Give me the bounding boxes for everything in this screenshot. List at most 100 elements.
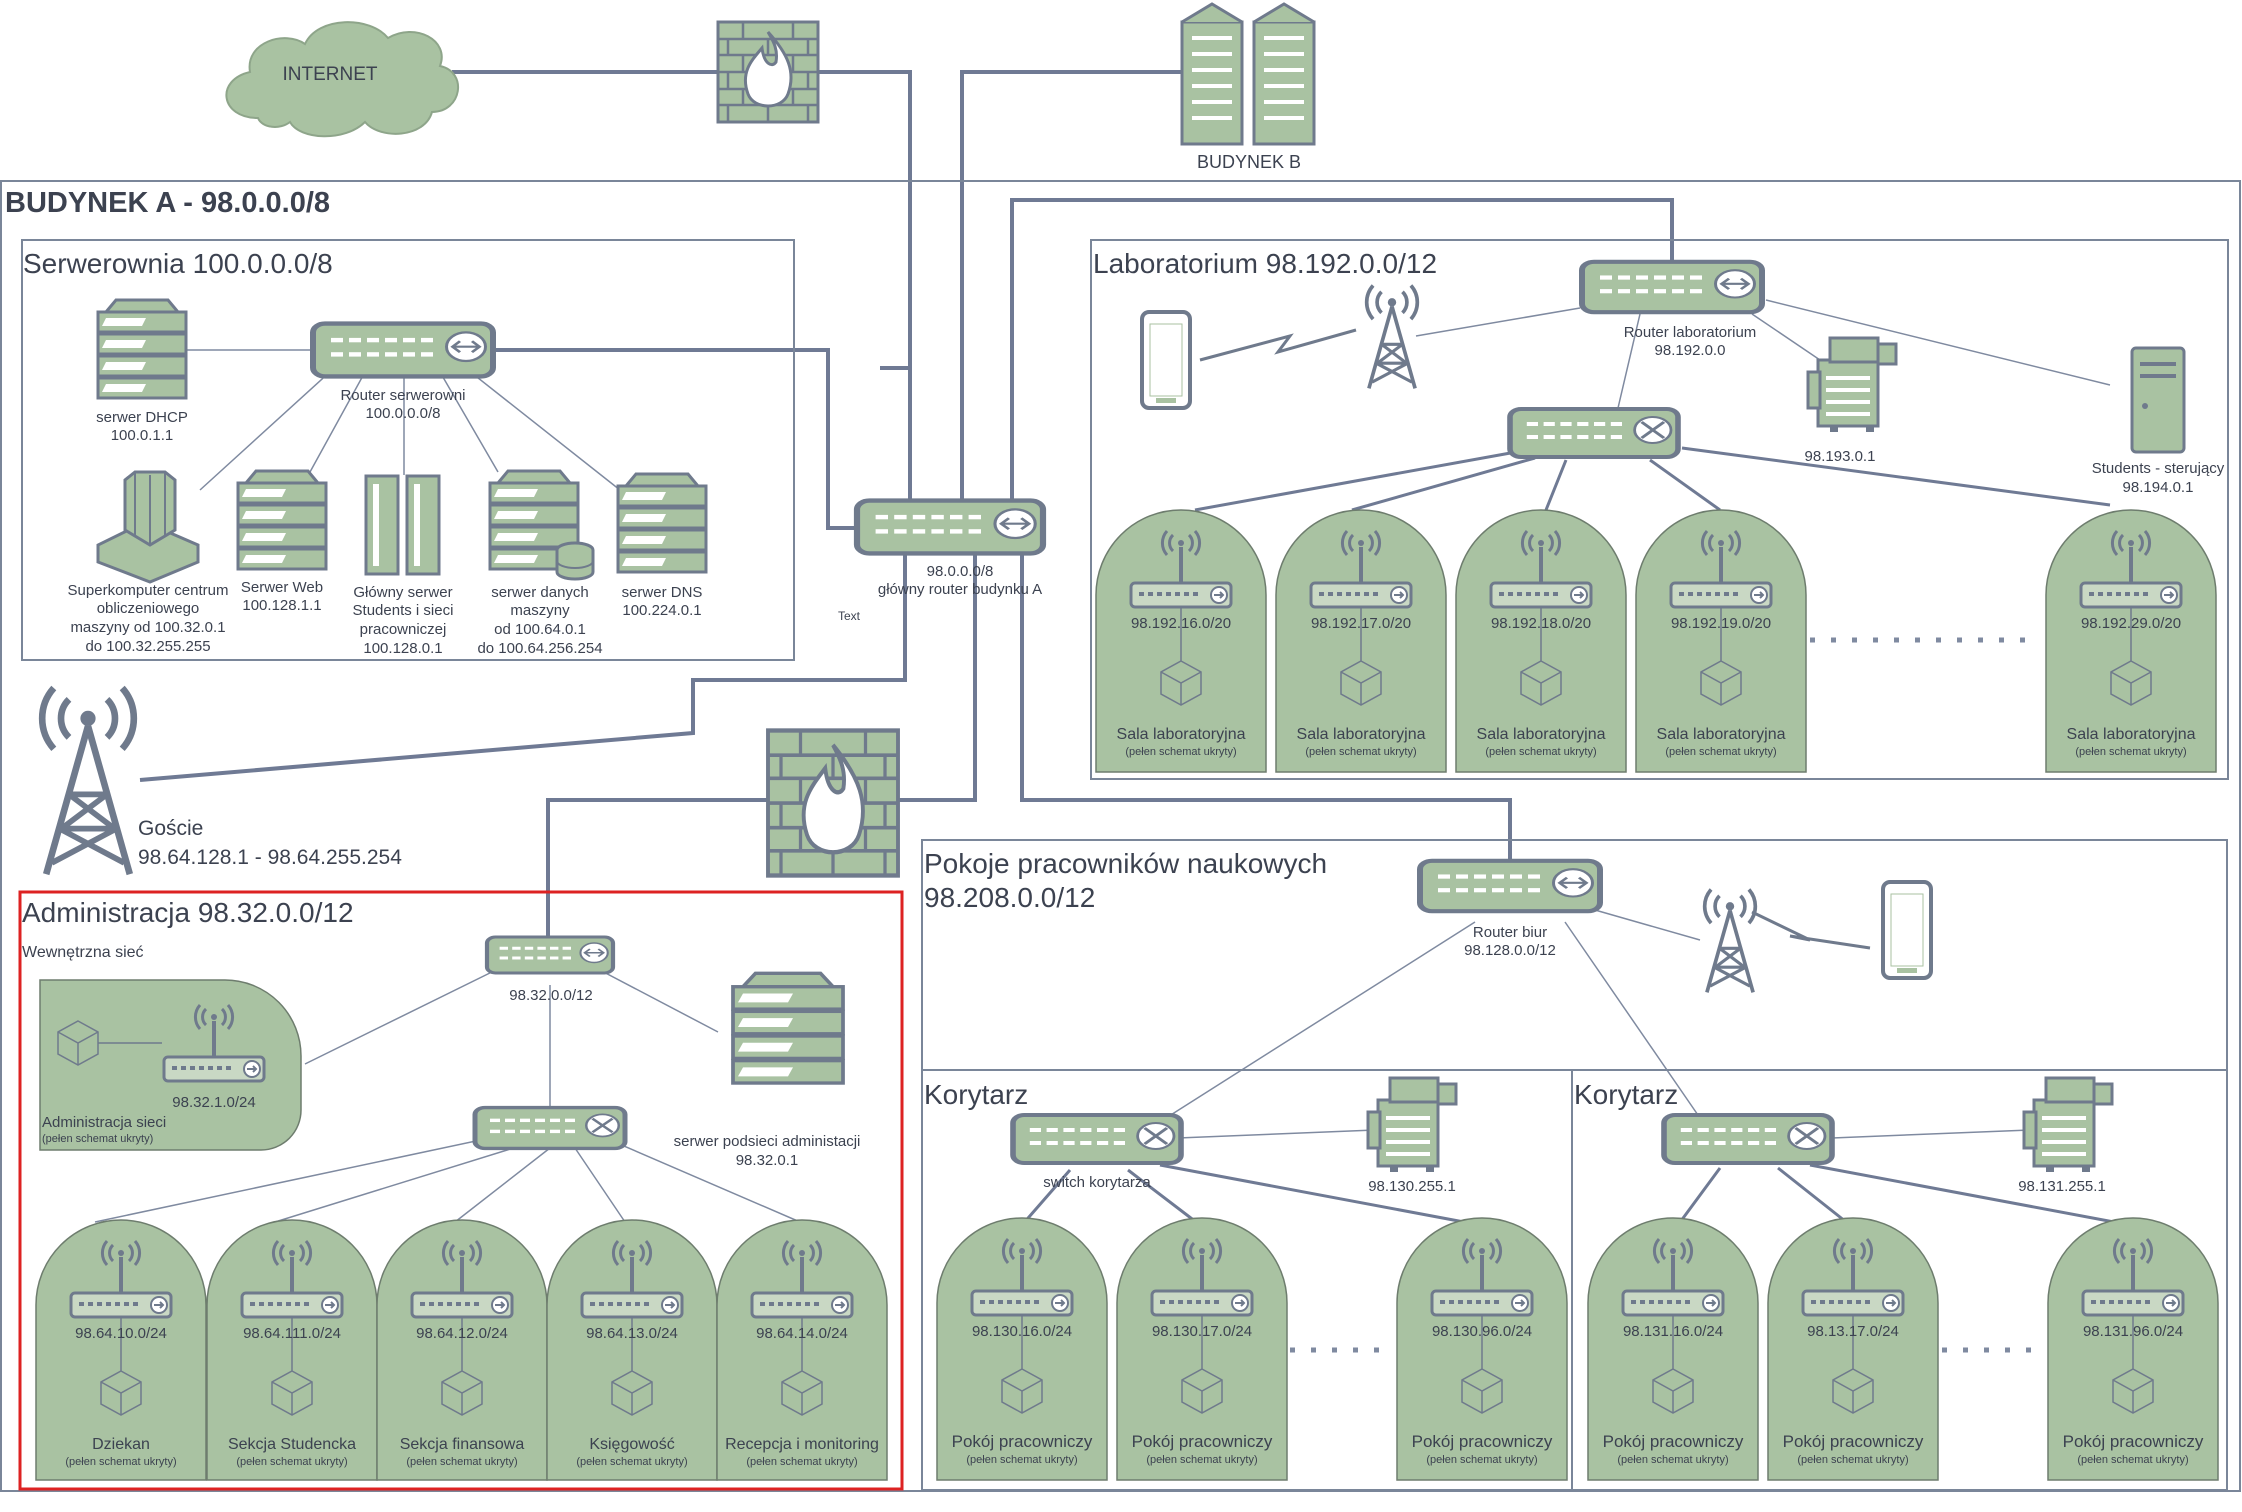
server-room-title: Serwerownia 100.0.0.0/8 <box>23 248 333 279</box>
lab-wireless-icon <box>1199 328 1357 362</box>
supercomputer-label-2: obliczeniowego <box>97 600 200 617</box>
corridor1-room-2-subnet: 98.130.17.0/24 <box>1152 1323 1252 1340</box>
lab-router-icon <box>1582 262 1762 312</box>
dhcp-server-icon <box>96 298 188 400</box>
supercomputer-label-1: Superkomputer centrum <box>68 582 229 599</box>
web-server-icon <box>236 469 328 571</box>
staff-wireless-icon <box>1751 910 1871 950</box>
admin-room-1-name: Dziekan <box>92 1436 150 1453</box>
corridor2-title: Korytarz <box>1574 1079 1678 1110</box>
net-admin-name: Administracja sieci <box>42 1114 166 1131</box>
net-admin-note: (pełen schemat ukryty) <box>42 1133 153 1145</box>
admin-frame <box>18 890 904 1491</box>
data-server-label-1: serwer danych <box>491 584 589 601</box>
main-server-label-1: Główny serwer <box>353 584 452 601</box>
data-server-label-3: od 100.64.0.1 <box>494 621 586 638</box>
lab-room-5-subnet: 98.192.29.0/20 <box>2081 615 2181 632</box>
lab-pc-icon <box>2130 346 2186 454</box>
lab-room-1-subnet: 98.192.16.0/20 <box>1131 615 1231 632</box>
staff-router-icon <box>1420 861 1600 911</box>
admin-room-2-note: (pełen schemat ukryty) <box>236 1456 347 1468</box>
corridor1-room-3-name: Pokój pracowniczy <box>1412 1432 1553 1451</box>
corridor2-room-2-name: Pokój pracowniczy <box>1783 1432 1924 1451</box>
internet-link <box>452 70 912 370</box>
building-icon <box>1180 2 1316 146</box>
admin-room-2-name: Sekcja Studencka <box>228 1436 356 1453</box>
admin-server-ip: 98.32.0.1 <box>736 1152 799 1169</box>
staff-tower-icon <box>1702 887 1758 995</box>
data-server-label-2: maszyny <box>510 602 570 619</box>
server-room-router-name: Router serwerowni <box>340 387 465 404</box>
corridor1-room-3-note: (pełen schemat ukryty) <box>1426 1454 1537 1466</box>
corridor1-room-2-note: (pełen schemat ukryty) <box>1146 1454 1257 1466</box>
lab-room-1-name: Sala laboratoryjna <box>1117 726 1246 743</box>
lab-room-4-name: Sala laboratoryjna <box>1657 726 1786 743</box>
corridor1-room-3-subnet: 98.130.96.0/24 <box>1432 1323 1532 1340</box>
lab-title: Laboratorium 98.192.0.0/12 <box>1093 248 1437 279</box>
staff-title-2: 98.208.0.0/12 <box>924 882 1095 913</box>
staff-title-1: Pokoje pracowników naukowych <box>924 848 1327 879</box>
main-server-label-3: pracowniczej <box>360 621 447 638</box>
admin-room-5-subnet: 98.64.14.0/24 <box>756 1325 848 1342</box>
lab-room-4-subnet: 98.192.19.0/20 <box>1671 615 1771 632</box>
firewall-top-icon <box>716 20 820 124</box>
admin-room-5-note: (pełen schemat ukryty) <box>746 1456 857 1468</box>
admin-room-2-subnet: 98.64.111.0/24 <box>243 1325 341 1342</box>
web-server-ip: 100.128.1.1 <box>242 597 321 614</box>
building-b-label: BUDYNEK B <box>1197 152 1301 172</box>
corridor1-room-1-name: Pokój pracowniczy <box>952 1432 1093 1451</box>
corridor2-frame <box>1571 1069 2228 1491</box>
dhcp-server-name: serwer DHCP <box>96 409 188 426</box>
data-server-label-4: do 100.64.256.254 <box>477 640 602 657</box>
main-router-icon <box>857 501 1043 554</box>
main-server-label-4: 100.128.0.1 <box>363 640 442 657</box>
staff-uplink <box>1020 550 1512 860</box>
net-admin-room <box>39 979 302 1151</box>
corridor1-switch-name: switch korytarza <box>1043 1174 1151 1191</box>
main-router-ip: 98.0.0.0/8 <box>927 563 994 580</box>
corridor2-room-1-name: Pokój pracowniczy <box>1603 1432 1744 1451</box>
admin-room-4-note: (pełen schemat ukryty) <box>576 1456 687 1468</box>
admin-router-ip: 98.32.0.0/12 <box>509 987 592 1004</box>
lab-phone-icon <box>1140 310 1192 410</box>
lab-router-ip: 98.192.0.0 <box>1655 342 1726 359</box>
supercomputer-icon <box>96 470 200 584</box>
server-room-router-icon <box>313 324 493 377</box>
admin-room-3-note: (pełen schemat ukryty) <box>406 1456 517 1468</box>
lab-room-2-note: (pełen schemat ukryty) <box>1305 746 1416 758</box>
server-room-router-ip: 100.0.0.0/8 <box>365 405 440 422</box>
corridor1-room-2-name: Pokój pracowniczy <box>1132 1432 1273 1451</box>
corridor2-printer-icon <box>2022 1076 2114 1174</box>
firewall-admin-icon <box>768 731 898 876</box>
lab-router-name: Router laboratorium <box>1624 324 1757 341</box>
lab-room-3-note: (pełen schemat ukryty) <box>1485 746 1596 758</box>
admin-room-4-subnet: 98.64.13.0/24 <box>586 1325 678 1342</box>
admin-server-name: serwer podsieci administacji <box>674 1133 861 1150</box>
dns-server-icon <box>616 472 708 574</box>
lab-pc-ip: 98.194.0.1 <box>2123 479 2194 496</box>
corridor1-printer-ip: 98.130.255.1 <box>1368 1178 1456 1195</box>
guests-tower-icon <box>42 688 134 874</box>
web-server-name: Serwer Web <box>241 579 323 596</box>
corridor2-room-1-subnet: 98.131.16.0/24 <box>1623 1323 1723 1340</box>
admin-room-1-note: (pełen schemat ukryty) <box>65 1456 176 1468</box>
admin-server-icon <box>731 971 845 1085</box>
dhcp-server-ip: 100.0.1.1 <box>111 427 174 444</box>
corridor1-room-1-note: (pełen schemat ukryty) <box>966 1454 1077 1466</box>
guests-range: 98.64.128.1 - 98.64.255.254 <box>138 846 402 869</box>
lab-tower-icon <box>1364 283 1420 391</box>
admin-room-3-name: Sekcja finansowa <box>400 1436 525 1453</box>
database-icon <box>555 541 595 581</box>
dns-server-ip: 100.224.0.1 <box>622 602 701 619</box>
corridor2-room-3-subnet: 98.131.96.0/24 <box>2083 1323 2183 1340</box>
